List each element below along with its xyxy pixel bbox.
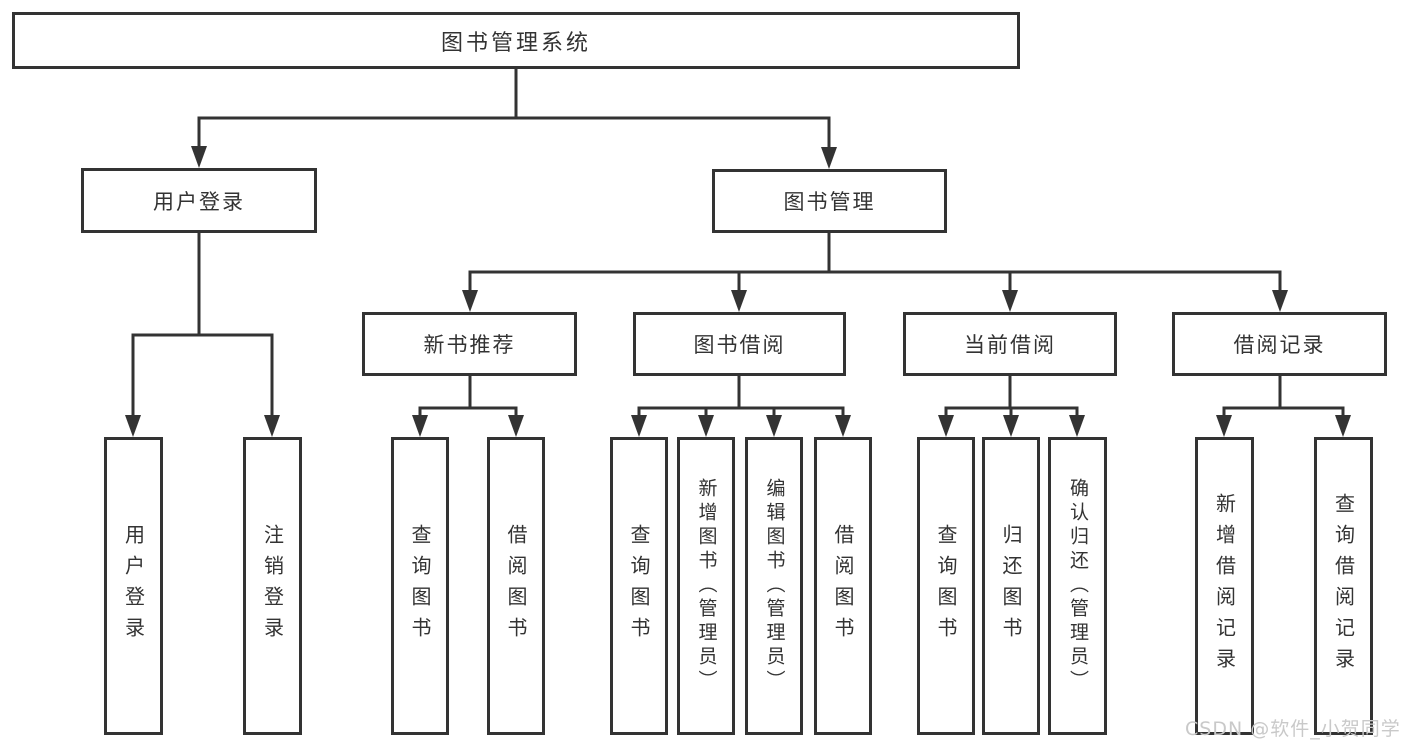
node-leaf-bb-query: 查询图书 xyxy=(610,437,668,735)
node-leaf-br-add: 新增借阅记录 xyxy=(1195,437,1254,735)
node-leaf-nb-query-label: 查询图书 xyxy=(408,524,432,648)
connector-book-mgmt-children xyxy=(468,231,1282,297)
node-leaf-cb-return-label: 归还图书 xyxy=(999,524,1023,648)
arrowhead-nb-borrow xyxy=(508,415,524,437)
node-new-book-label: 新书推荐 xyxy=(423,333,516,357)
node-book-borrow-label: 图书借阅 xyxy=(693,333,786,357)
node-user-login: 用户登录 xyxy=(81,168,317,233)
node-leaf-nb-query: 查询图书 xyxy=(391,437,449,735)
arrowhead-bb-add xyxy=(698,415,714,437)
node-leaf-cb-confirm-label: 确认归还（管理员） xyxy=(1067,478,1089,694)
arrowhead-cb-return xyxy=(1003,415,1019,437)
node-leaf-cb-query: 查询图书 xyxy=(917,437,975,735)
node-leaf-bb-query-label: 查询图书 xyxy=(627,524,651,648)
node-book-borrow: 图书借阅 xyxy=(633,312,846,376)
node-current-borrow-label: 当前借阅 xyxy=(964,333,1056,357)
connector-borrow-record-children xyxy=(1222,374,1345,422)
node-leaf-cb-confirm: 确认归还（管理员） xyxy=(1048,437,1107,735)
arrowhead-br-query xyxy=(1335,415,1351,437)
node-root-system: 图书管理系统 xyxy=(12,12,1020,69)
node-new-book: 新书推荐 xyxy=(362,312,577,376)
connector-root-to-level2 xyxy=(197,67,831,154)
node-leaf-login: 用户登录 xyxy=(104,437,163,735)
node-borrow-record: 借阅记录 xyxy=(1172,312,1387,376)
connector-current-borrow-children xyxy=(944,374,1079,422)
node-leaf-br-query-label: 查询借阅记录 xyxy=(1331,493,1356,679)
node-book-mgmt: 图书管理 xyxy=(712,169,947,233)
csdn-watermark: CSDN @软件_小贺同学 xyxy=(1185,718,1401,740)
node-leaf-br-add-label: 新增借阅记录 xyxy=(1212,493,1237,679)
arrowhead-bb-query xyxy=(631,415,647,437)
arrowhead-bb-edit xyxy=(766,415,782,437)
node-leaf-login-label: 用户登录 xyxy=(121,524,146,648)
arrowhead-br-add xyxy=(1216,415,1232,437)
node-borrow-record-label: 借阅记录 xyxy=(1233,333,1326,357)
arrowhead-book-mgmt xyxy=(821,147,837,169)
arrowhead-user-login xyxy=(191,146,207,168)
node-leaf-nb-borrow: 借阅图书 xyxy=(487,437,545,735)
arrowhead-nb-query xyxy=(412,415,428,437)
node-leaf-bb-add-label: 新增图书（管理员） xyxy=(695,478,718,694)
node-leaf-br-query: 查询借阅记录 xyxy=(1314,437,1373,735)
arrowhead-book-borrow xyxy=(731,290,747,312)
node-leaf-logout-label: 注销登录 xyxy=(260,524,285,648)
node-leaf-bb-add: 新增图书（管理员） xyxy=(677,437,735,735)
arrowhead-current-borrow xyxy=(1002,290,1018,312)
node-leaf-nb-borrow-label: 借阅图书 xyxy=(504,524,528,648)
node-leaf-bb-borrow: 借阅图书 xyxy=(814,437,872,735)
node-book-mgmt-label: 图书管理 xyxy=(783,190,876,214)
connector-book-borrow-children xyxy=(637,374,845,422)
connector-new-book-children xyxy=(418,373,518,422)
arrowhead-login xyxy=(125,415,141,437)
node-user-login-label: 用户登录 xyxy=(153,189,245,214)
arrowhead-logout xyxy=(264,415,280,437)
arrowhead-cb-query xyxy=(938,415,954,437)
node-current-borrow: 当前借阅 xyxy=(903,312,1117,376)
node-leaf-bb-edit-label: 编辑图书（管理员） xyxy=(763,478,786,694)
node-leaf-bb-edit: 编辑图书（管理员） xyxy=(745,437,803,735)
node-leaf-logout: 注销登录 xyxy=(243,437,302,735)
node-leaf-bb-borrow-label: 借阅图书 xyxy=(831,524,855,648)
connector-user-login-children xyxy=(131,231,274,422)
node-leaf-cb-query-label: 查询图书 xyxy=(934,524,958,648)
node-root-label: 图书管理系统 xyxy=(440,30,591,56)
arrowhead-cb-confirm xyxy=(1069,415,1085,437)
node-leaf-cb-return: 归还图书 xyxy=(982,437,1040,735)
arrowhead-bb-borrow xyxy=(835,415,851,437)
arrowhead-new-book xyxy=(462,290,478,312)
arrowhead-borrow-record xyxy=(1272,290,1288,312)
